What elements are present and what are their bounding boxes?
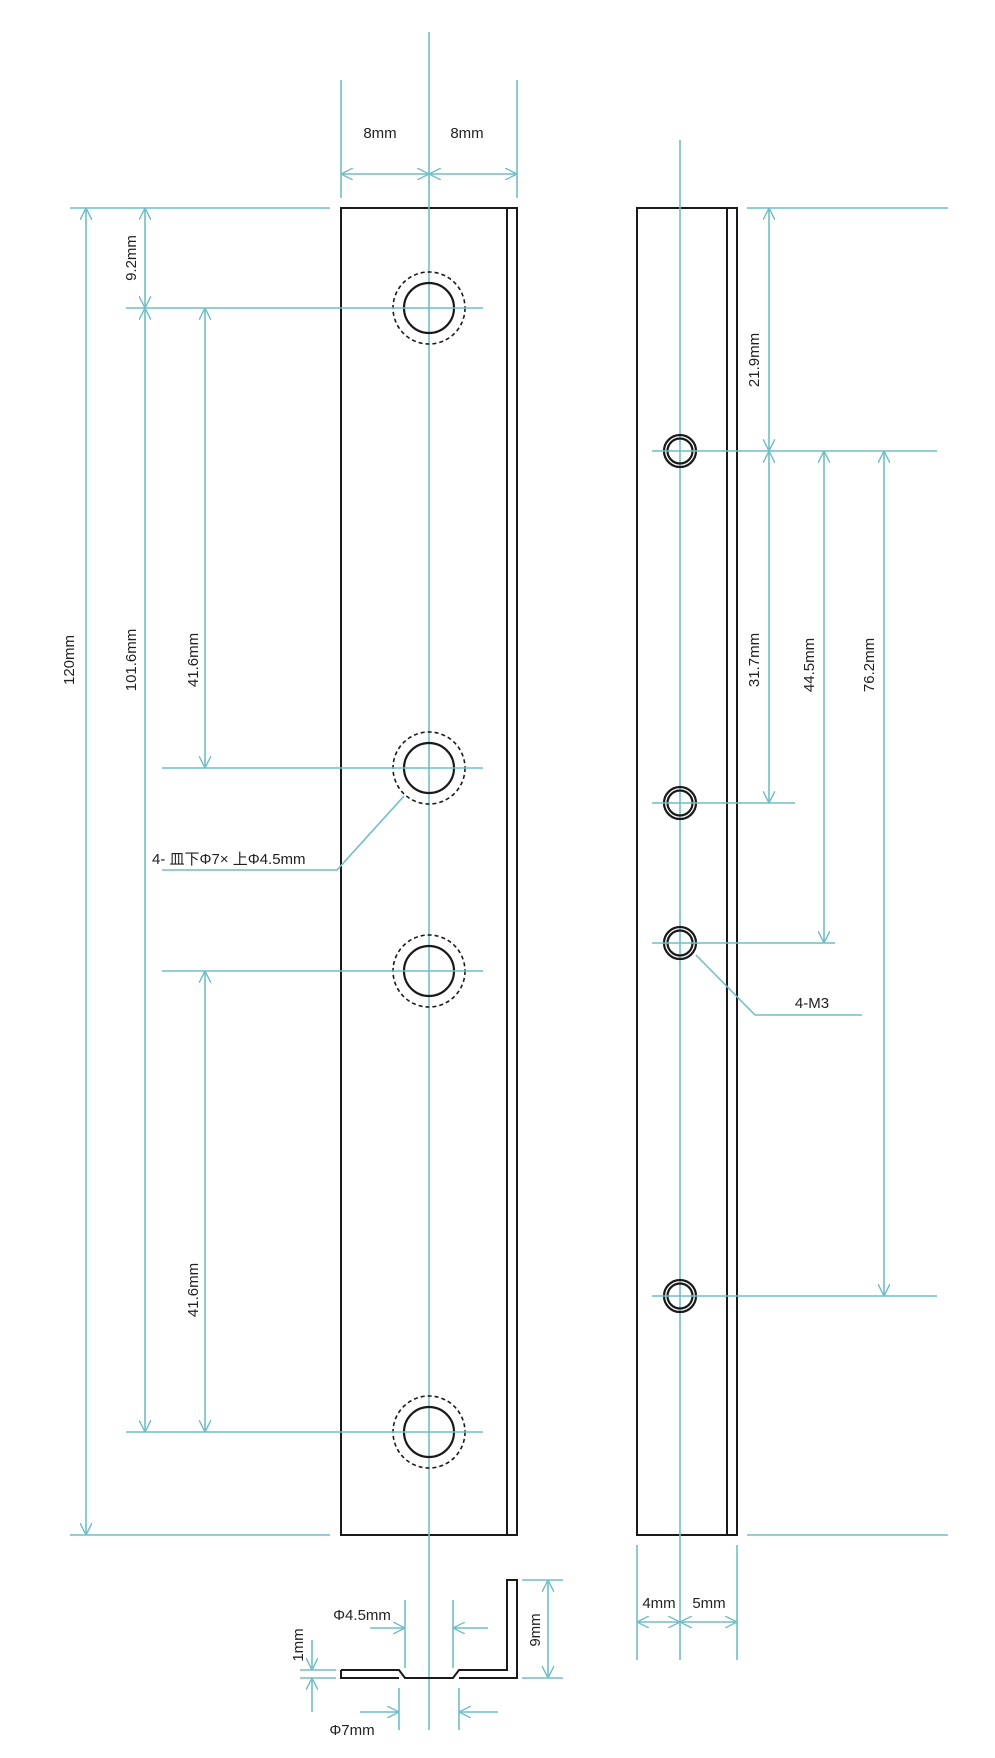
dim-section-thickness: 1mm [290, 1628, 336, 1712]
dim-label-side-pitch-3: 76.2mm [861, 638, 878, 692]
dim-label-side-left-width: 4mm [642, 1595, 675, 1612]
dim-label-pitch-lower: 41.6mm [185, 1263, 202, 1317]
dim-label-half-width-right: 8mm [450, 125, 483, 142]
front-view: 8mm 8mm 120mm 9.2mm 101.6mm 41.6mm [61, 32, 518, 1730]
dim-label-pitch-upper: 41.6mm [185, 633, 202, 687]
dim-pitch-upper: 41.6mm [162, 308, 483, 769]
dim-label-side-right-width: 5mm [692, 1595, 725, 1612]
dim-label-section-large-dia: Φ7mm [329, 1722, 374, 1739]
dim-label-top-offset: 9.2mm [123, 235, 140, 281]
hole-callout-label: 4- 皿下Φ7× 上Φ4.5mm [152, 851, 306, 868]
thread-callout: 4-M3 [695, 954, 862, 1016]
dim-label-section-small-dia: Φ4.5mm [333, 1607, 391, 1624]
dim-pitch-lower: 41.6mm [162, 970, 483, 1432]
dim-side-widths: 4mm 5mm [636, 1545, 738, 1660]
dim-total-height: 120mm [61, 207, 330, 1536]
dim-label-half-width-left: 8mm [363, 125, 396, 142]
thread-callout-label: 4-M3 [795, 995, 829, 1012]
dim-label-hole-span: 101.6mm [123, 629, 140, 692]
dim-side-top-offset: 21.9mm [746, 208, 769, 451]
dim-label-side-top-offset: 21.9mm [746, 333, 763, 387]
front-flange-outline [506, 207, 518, 1536]
hole-callout: 4- 皿下Φ7× 上Φ4.5mm [152, 795, 405, 871]
dim-section-height: 9mm [522, 1579, 563, 1679]
dim-side-pitch-2: 44.5mm [801, 451, 824, 943]
dim-label-side-pitch-1: 31.7mm [746, 633, 763, 687]
dim-section-small-dia: Φ4.5mm [333, 1600, 488, 1668]
dim-label-section-height: 9mm [527, 1613, 544, 1646]
dim-side-pitch-3: 76.2mm [861, 451, 884, 1296]
dim-hole-span: 101.6mm [123, 308, 483, 1433]
dim-side-pitch-1: 31.7mm [746, 451, 769, 803]
dim-label-total-height: 120mm [61, 635, 78, 685]
section-profile [340, 1579, 518, 1679]
side-body-outline [636, 207, 738, 1536]
dim-label-section-thickness: 1mm [290, 1628, 307, 1661]
dim-label-side-pitch-2: 44.5mm [801, 638, 818, 692]
section-view: Φ4.5mm Φ7mm 1mm 9mm [290, 1579, 563, 1739]
side-view: 21.9mm 31.7mm 44.5mm 76.2mm 4-M3 4mm [636, 140, 948, 1660]
dim-top-offset: 9.2mm [123, 208, 483, 309]
dim-half-widths: 8mm 8mm [340, 80, 518, 198]
dim-section-large-dia: Φ7mm [329, 1688, 498, 1739]
